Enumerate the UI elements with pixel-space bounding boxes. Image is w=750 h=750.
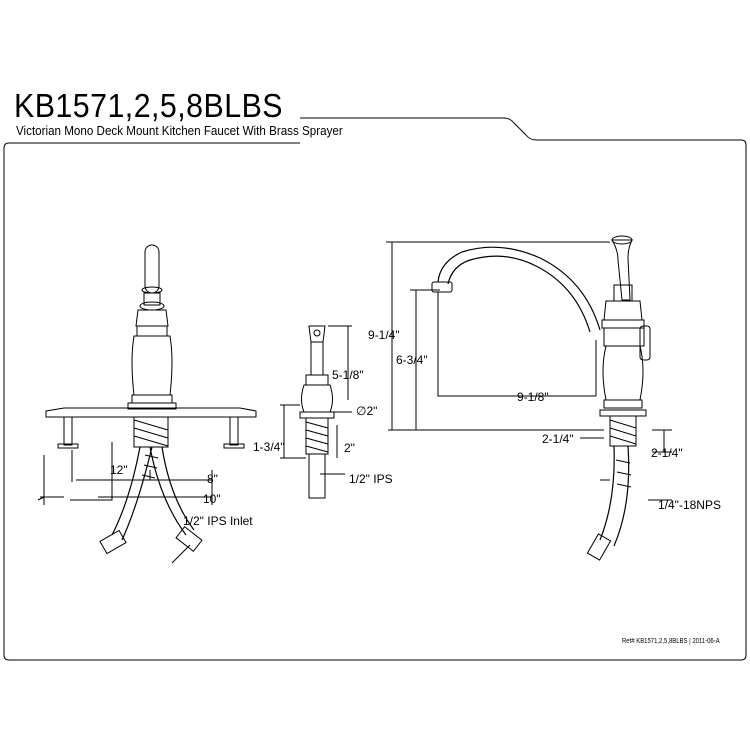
drawing-border xyxy=(3,117,747,661)
sprayer-drawing xyxy=(280,325,352,499)
model-number: KB1571,2,5,8BLBS xyxy=(14,87,283,124)
dim-2in: 2" xyxy=(344,441,355,455)
dim-10in: 10" xyxy=(203,492,221,506)
product-subtitle: Victorian Mono Deck Mount Kitchen Faucet… xyxy=(16,124,343,138)
side-view-faucet xyxy=(386,235,672,561)
dim-1-3-4: 1-3/4" xyxy=(253,440,285,454)
dim-9-1-8: 9-1/8" xyxy=(517,390,549,404)
dim-12in: 12" xyxy=(110,463,128,477)
front-view-faucet xyxy=(37,244,257,564)
dim-half-ips: 1/2" IPS xyxy=(349,472,393,486)
dim-2-1-4-b: 2-1/4" xyxy=(651,446,683,460)
dim-9-1-4: 9-1/4" xyxy=(368,328,400,342)
dim-npt-thread: 1/4"-18NPS xyxy=(658,498,721,512)
dim-5-1-8: 5-1/8" xyxy=(332,368,364,382)
dim-6-3-4: 6-3/4" xyxy=(396,353,428,367)
reference-number: Ref# KB1571,2,5,8BLBS | 2011-06-A xyxy=(622,638,720,645)
dim-2-1-4-a: 2-1/4" xyxy=(542,432,574,446)
dim-ips-inlet: 1/2" IPS Inlet xyxy=(183,514,253,528)
dim-8in: 8" xyxy=(207,472,218,486)
dim-diameter-2: ∅2" xyxy=(356,404,378,418)
drawing-border-top xyxy=(3,142,300,149)
